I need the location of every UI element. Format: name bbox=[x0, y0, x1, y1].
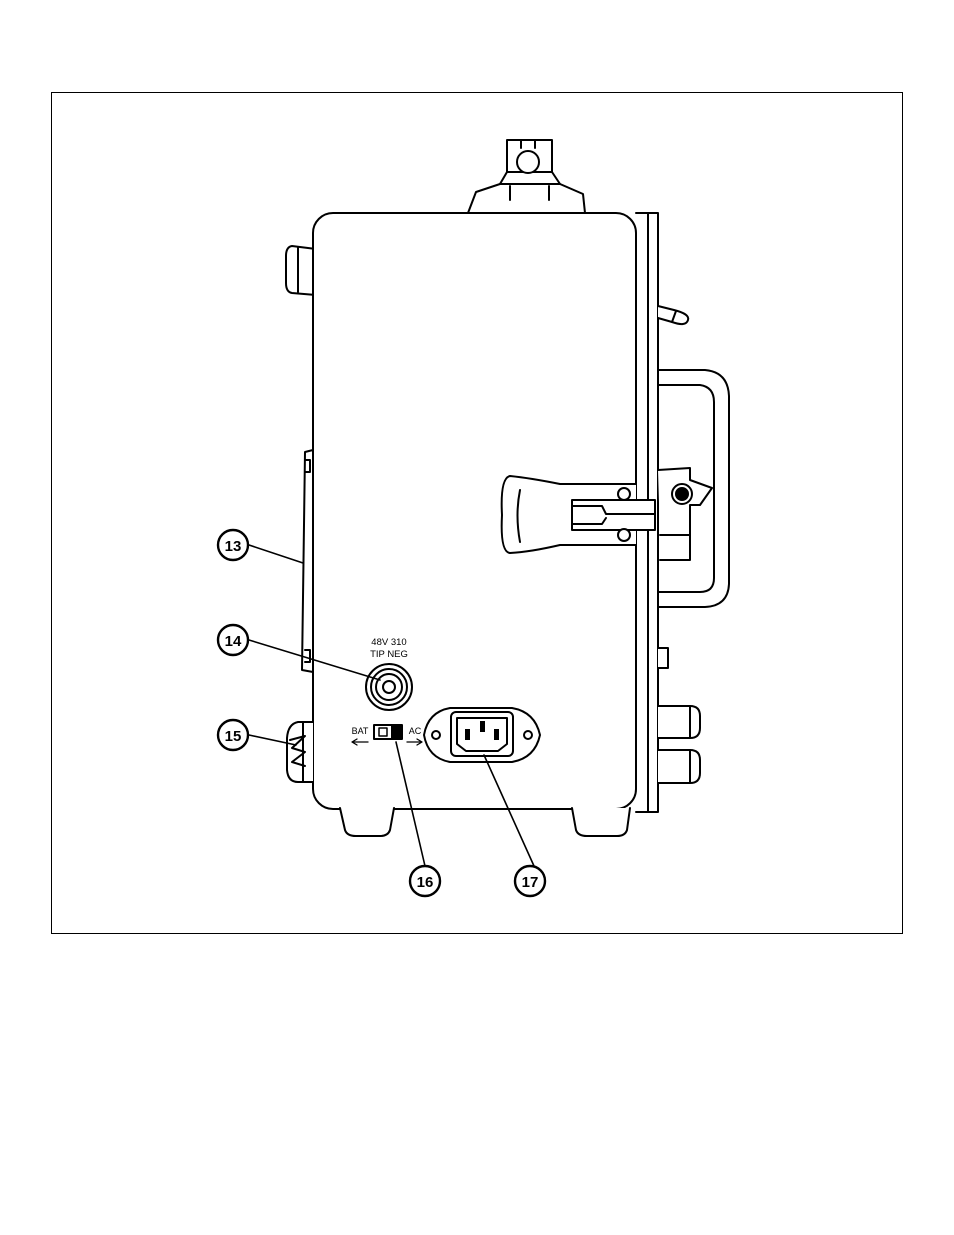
top-bracket bbox=[468, 140, 585, 213]
switch-label-ac: AC bbox=[409, 726, 422, 736]
door-latch bbox=[502, 476, 655, 553]
callout-14-label: 14 bbox=[225, 633, 242, 650]
telephone-jack-14 bbox=[366, 664, 412, 710]
right-bottom-knobs bbox=[658, 648, 700, 783]
jack-label-line2: TIP NEG bbox=[370, 649, 408, 660]
left-side-strip bbox=[302, 450, 313, 672]
top-left-knob bbox=[286, 246, 316, 295]
callout-15-label: 15 bbox=[225, 728, 242, 745]
cable-clamp-15 bbox=[287, 722, 313, 782]
jack-label-line1: 48V 310 bbox=[371, 637, 406, 648]
right-latch-block bbox=[658, 468, 712, 560]
callout-13-label: 13 bbox=[225, 538, 242, 555]
ac-power-inlet-17 bbox=[424, 708, 540, 762]
enclosure-feet bbox=[340, 808, 630, 836]
switch-label-bat: BAT bbox=[352, 726, 369, 736]
callout-16-label: 16 bbox=[417, 874, 434, 891]
callout-17-label: 17 bbox=[522, 874, 539, 891]
top-right-lever bbox=[658, 306, 688, 324]
